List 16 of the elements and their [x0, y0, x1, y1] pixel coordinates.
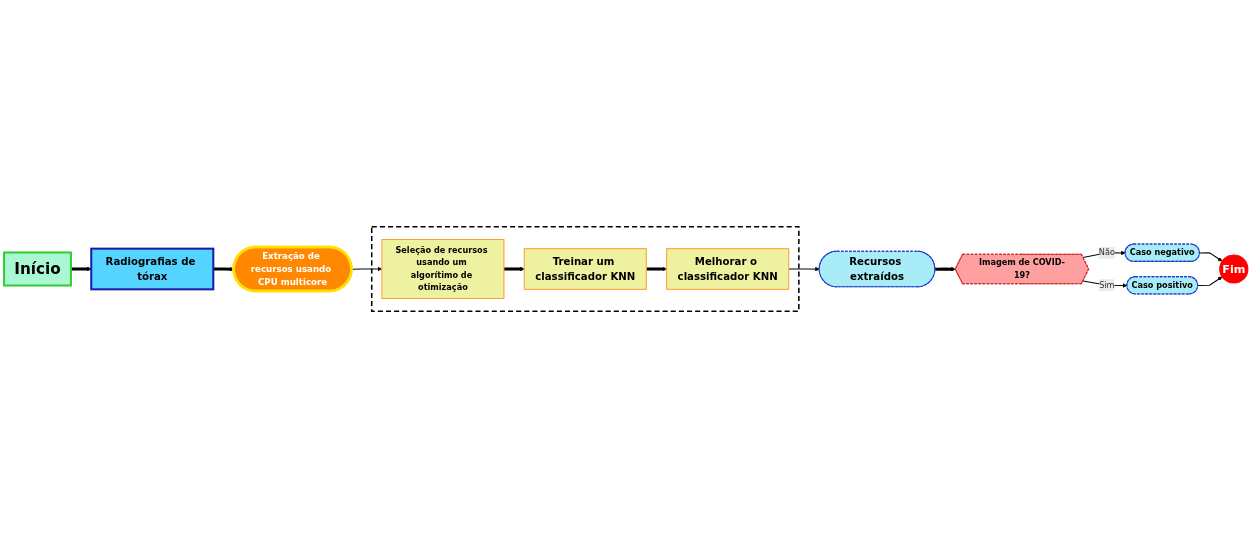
- node-box: Treinar um classificador KNN: [523, 248, 647, 290]
- arrow: [935, 266, 956, 272]
- arrow: [1197, 276, 1223, 287]
- edge-label: Sim: [1099, 280, 1115, 290]
- node-box: Seleção de recursos usando um algorítimo de otimização: [381, 239, 505, 299]
- cluster: [370, 226, 800, 312]
- node-box: Radiografias de tórax: [90, 247, 215, 291]
- edge-label: Não: [1098, 247, 1115, 258]
- node-circle: Fim: [1219, 254, 1249, 284]
- arrow: [646, 266, 667, 272]
- arrow: [1199, 252, 1223, 262]
- arrow: [70, 266, 92, 272]
- node-box: Início: [3, 251, 72, 287]
- node-box: Melhorar o classificador KNN: [666, 248, 790, 290]
- arrow: [788, 266, 820, 272]
- arrow: [503, 266, 525, 272]
